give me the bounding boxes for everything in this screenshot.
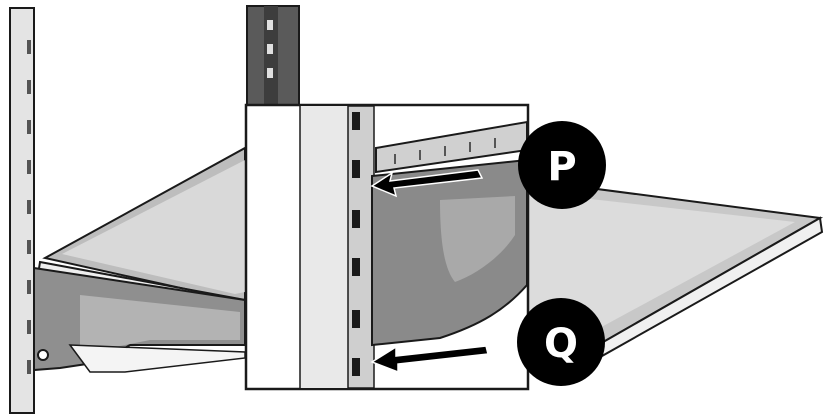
detail-inset bbox=[244, 103, 530, 391]
inset-bracket bbox=[371, 158, 528, 347]
arrow-q bbox=[370, 345, 489, 374]
left-bracket bbox=[33, 266, 246, 373]
arrow-p bbox=[370, 169, 484, 198]
callout-p: P bbox=[518, 121, 606, 209]
callout-p-label: P bbox=[547, 144, 576, 190]
right-shelf bbox=[527, 178, 824, 358]
inset-upright-rail bbox=[299, 105, 375, 389]
left-wall-rail bbox=[9, 7, 35, 414]
callout-q-label: Q bbox=[544, 321, 578, 367]
inset-shelf-edge bbox=[375, 120, 528, 174]
callout-q: Q bbox=[517, 298, 605, 386]
back-upright-rail bbox=[246, 5, 300, 107]
